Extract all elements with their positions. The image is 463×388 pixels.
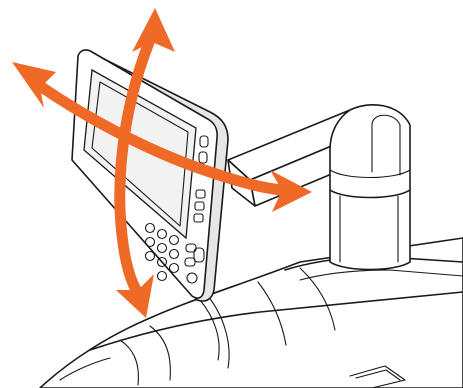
support-column	[330, 190, 410, 270]
